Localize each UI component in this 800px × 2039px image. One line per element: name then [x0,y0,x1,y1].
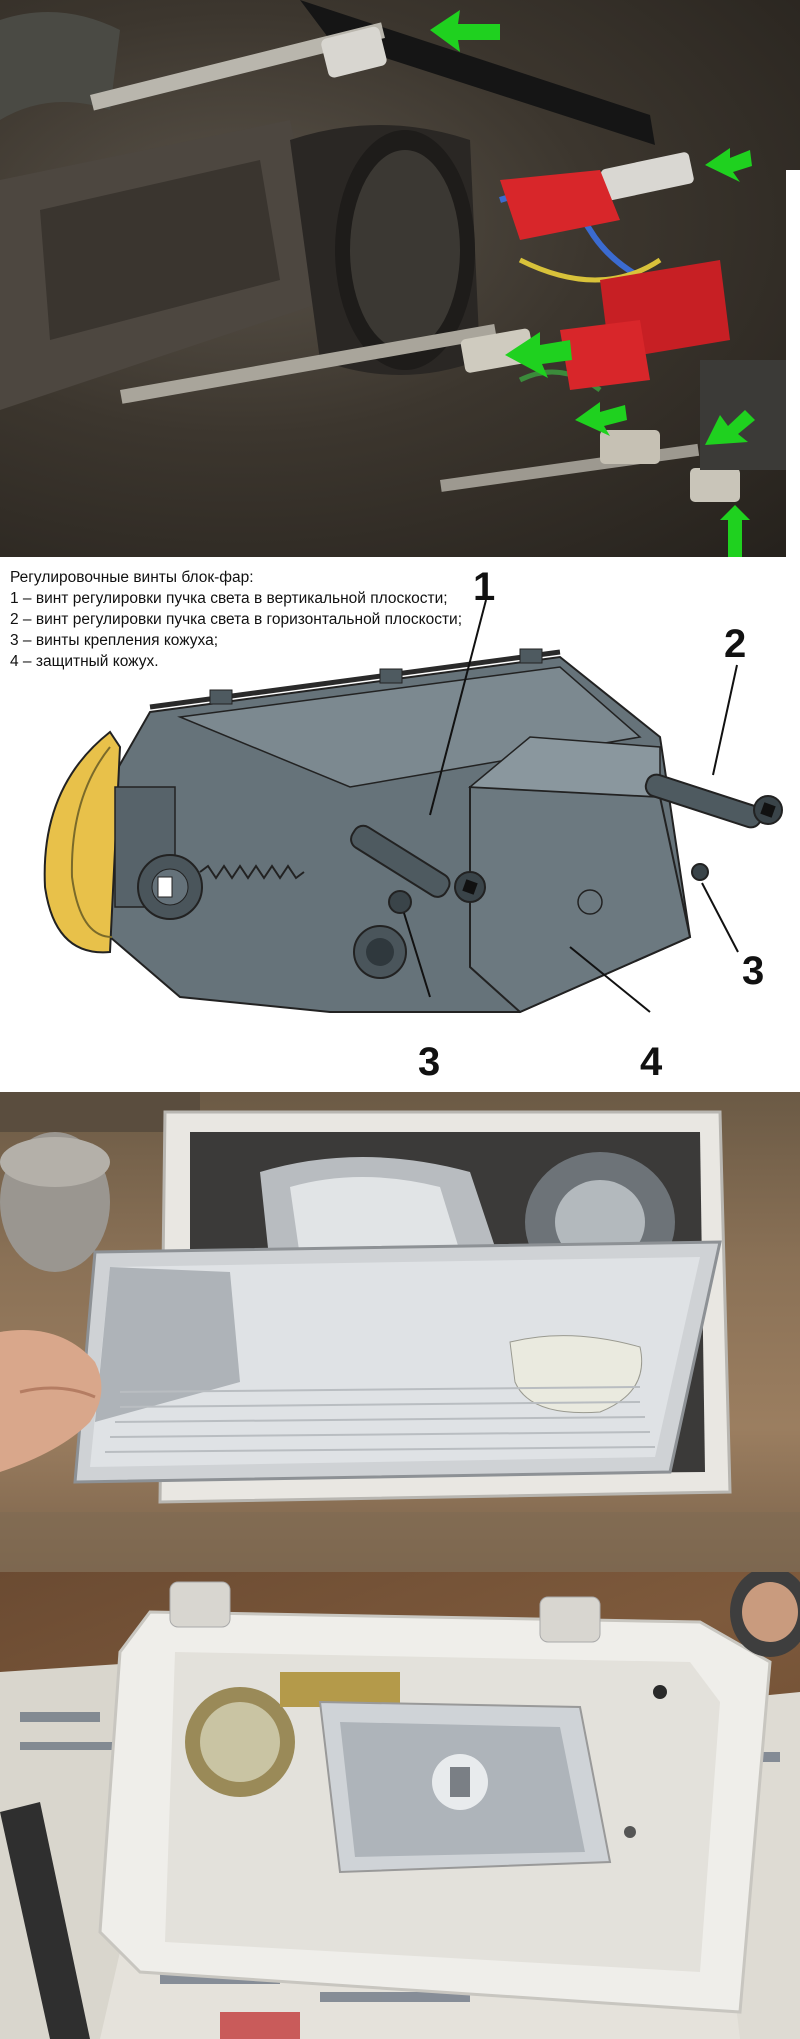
photo-headlight-interior-illustration [0,1572,800,2039]
headlight-unit-drawing [43,599,783,1014]
caption-item: 1 – винт регулировки пучка света в верти… [10,590,448,607]
callout-2: 2 [724,622,747,666]
callout-4: 4 [640,1040,663,1084]
photo-reflector-removed [0,1092,800,1572]
caption-item: 2 – винт регулировки пучка света в гориз… [10,611,463,628]
photo-reflector-removed-illustration [0,1092,800,1572]
caption-item: 3 – винты крепления кожуха; [10,632,219,649]
photo-headlight-rear [0,0,800,557]
adjustment-screws-diagram: Регулировочные винты блок-фар: 1 – винт … [0,557,800,1092]
diagram-caption: Регулировочные винты блок-фар: 1 – винт … [10,567,462,672]
callout-3-right: 3 [742,949,765,993]
caption-title: Регулировочные винты блок-фар: [10,569,254,586]
arrow-icon [430,10,755,557]
photo-headlight-interior [0,1572,800,2039]
callout-1: 1 [473,565,496,609]
caption-item: 4 – защитный кожух. [10,653,159,670]
callout-3-bottom: 3 [418,1040,441,1084]
photo-headlight-rear-illustration [0,0,800,557]
